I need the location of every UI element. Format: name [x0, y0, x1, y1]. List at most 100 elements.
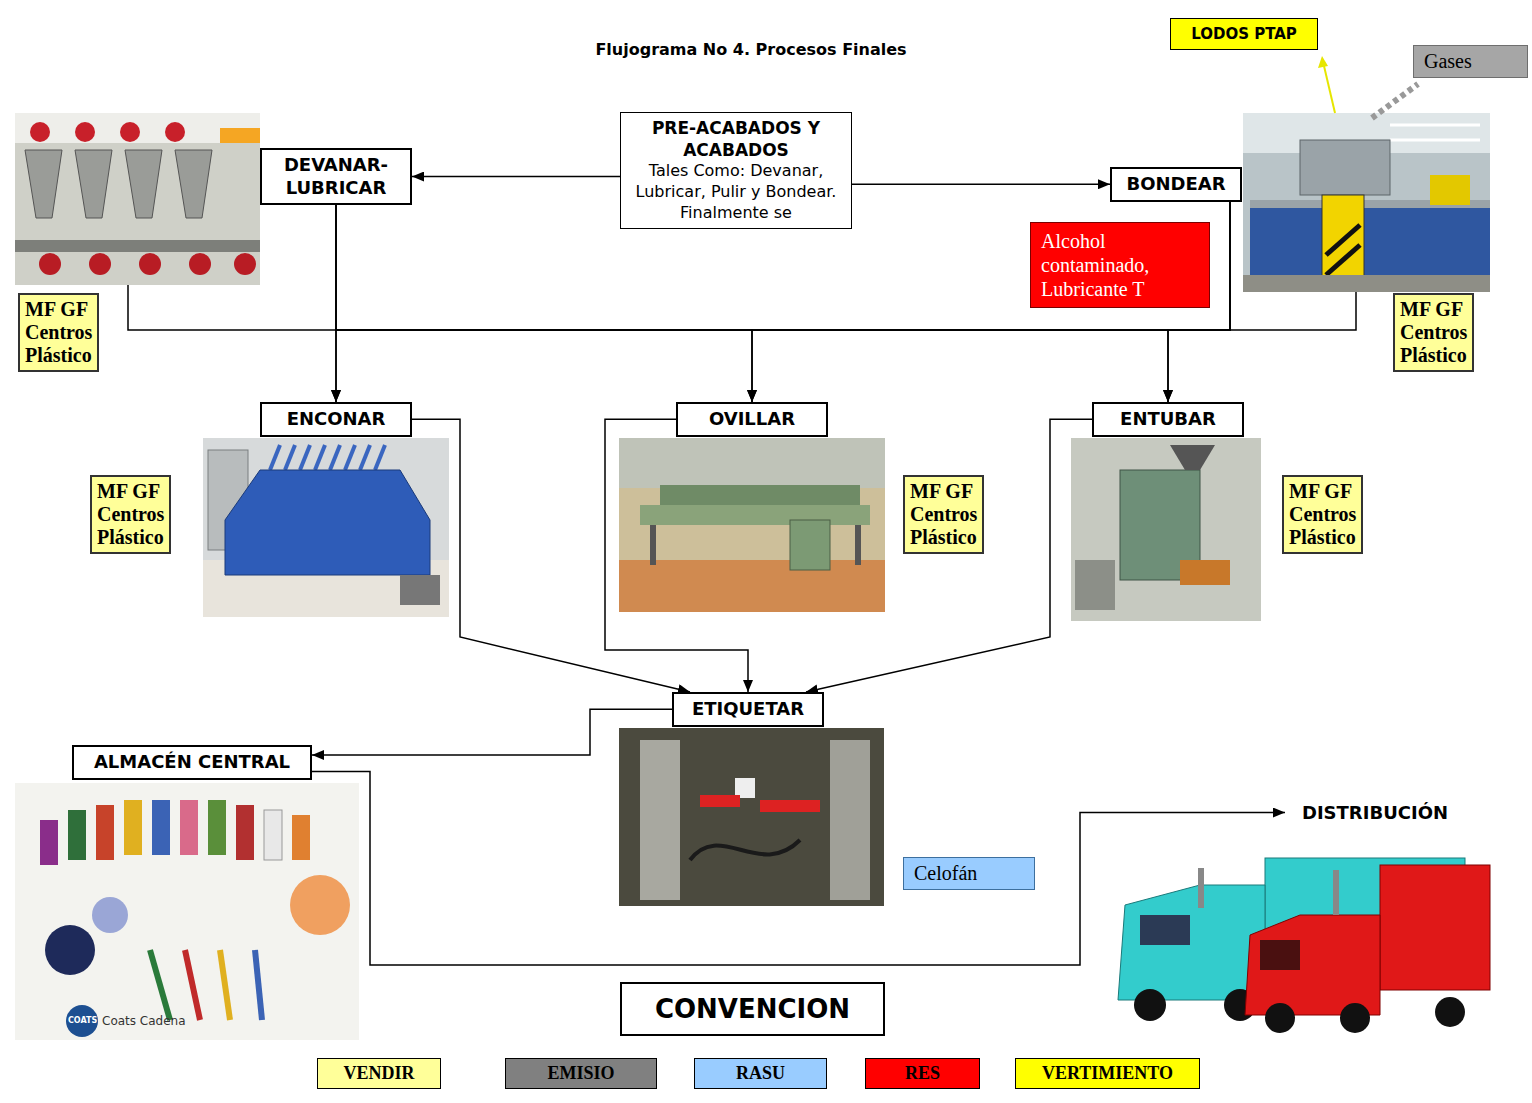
- hazardous-waste-tag: Alcohol contaminado, Lubricante T: [1030, 222, 1210, 308]
- legend-swatch: EMISIO: [505, 1058, 657, 1089]
- labeling-machine-photo-part: [619, 728, 884, 906]
- legend-swatch: VENDIR: [317, 1058, 441, 1089]
- delivery-trucks-part: [1340, 1003, 1370, 1033]
- sludge-arrow: [1318, 56, 1335, 113]
- waste-tag: MF GF Centros Plástico: [18, 293, 99, 372]
- flow-arrow: [852, 184, 1110, 186]
- legend-swatch: RASU: [694, 1058, 827, 1089]
- emission-tag: Gases: [1413, 45, 1528, 78]
- flow-arrow: [312, 709, 672, 755]
- rasu-tag: Celofán: [903, 857, 1035, 890]
- thread-products-photo-part: [150, 950, 170, 1020]
- cone-winder-photo: [203, 438, 449, 617]
- process-box: ETIQUETAR: [672, 692, 824, 727]
- node-text: Celofán: [914, 862, 1024, 885]
- node-text: MF GF Centros Plástico: [25, 298, 92, 367]
- labeling-machine-photo-part: [830, 740, 870, 900]
- flow-arrow: [312, 772, 1285, 966]
- bonding-machine-photo: [1243, 113, 1490, 292]
- legend-text: VERTIMIENTO: [1022, 1063, 1193, 1084]
- bonding-machine-photo-part: [1390, 139, 1480, 142]
- ball-winder-photo-part: [619, 438, 885, 612]
- tube-winder-photo-part: [1075, 560, 1115, 610]
- winding-machine-photo-part: [120, 122, 140, 142]
- diagram-title: Flujograma No 4. Procesos Finales: [531, 40, 971, 59]
- thread-products-photo-part: [96, 805, 114, 860]
- thread-products-photo-part: [185, 950, 200, 1020]
- node-text: ENTUBAR: [1100, 408, 1236, 431]
- legend-heading: CONVENCION: [620, 982, 885, 1036]
- thread-products-photo-part: [220, 950, 230, 1020]
- waste-tag: MF GF Centros Plástico: [1393, 293, 1474, 372]
- delivery-trucks-part: [1333, 870, 1339, 915]
- delivery-trucks-part: [1134, 989, 1166, 1021]
- thread-products-photo-part: [236, 805, 254, 860]
- winding-machine-photo-part: [75, 122, 95, 142]
- thread-products-photo-part: [292, 815, 310, 860]
- winding-machine-photo-part: [175, 150, 212, 218]
- process-label: DISTRIBUCIÓN: [1285, 798, 1465, 827]
- legend-text: RASU: [701, 1063, 820, 1084]
- node-text: ALMACÉN CENTRAL: [80, 751, 304, 774]
- thread-products-photo-part: [124, 800, 142, 855]
- tube-winder-photo-part: [1071, 438, 1261, 621]
- process-box: PRE-ACABADOS Y ACABADOSTales Como: Devan…: [620, 112, 852, 229]
- waste-tag: MF GF Centros Plástico: [903, 475, 984, 554]
- ball-winder-photo-part: [640, 505, 870, 525]
- labeling-machine-photo-part: [700, 795, 740, 807]
- delivery-trucks-part: [1245, 915, 1380, 1015]
- thread-products-photo-part: [290, 875, 350, 935]
- cone-winder-photo-part: [345, 445, 355, 470]
- process-box: ENCONAR: [260, 402, 412, 437]
- flow-arrow: [412, 419, 690, 692]
- winding-machine-photo-part: [165, 122, 185, 142]
- process-box: DEVANAR-LUBRICAR: [260, 148, 412, 205]
- node-text: ENCONAR: [268, 408, 404, 431]
- node-text: DISTRIBUCIÓN: [1291, 802, 1459, 823]
- ball-winder-photo-part: [619, 438, 885, 488]
- cone-winder-photo-part: [400, 575, 440, 605]
- thread-products-photo-part: [68, 810, 86, 860]
- flow-arrow: [752, 202, 1230, 403]
- waste-tag: MF GF Centros Plástico: [1282, 475, 1363, 554]
- flow-arrow: [336, 205, 752, 402]
- node-text: MF GF Centros Plástico: [910, 480, 977, 549]
- ball-winder-photo-part: [650, 525, 656, 565]
- delivery-trucks-part: [1260, 940, 1300, 970]
- thread-products-photo-part: [66, 1005, 98, 1037]
- winding-machine-photo-part: [15, 240, 260, 252]
- bonding-machine-photo-part: [1243, 275, 1490, 292]
- labeling-machine-photo: [619, 728, 884, 906]
- bracket-line-part: [1230, 292, 1356, 330]
- bonding-machine-photo-part: [1322, 195, 1364, 280]
- bracket-line-part: [128, 285, 336, 330]
- labeling-machine-photo-part: [640, 740, 680, 900]
- ball-winder-photo-part: [660, 485, 860, 507]
- delivery-trucks-part: [1118, 885, 1265, 1000]
- winding-machine-photo-part: [234, 253, 256, 275]
- gas-emission-line: [1372, 84, 1418, 118]
- ball-winder-photo-part: [619, 560, 885, 612]
- gas-emission-line-part: [1372, 84, 1418, 118]
- thread-products-photo-part: [92, 897, 128, 933]
- node-text: MF GF Centros Plástico: [1289, 480, 1356, 549]
- thread-products-photo-part: [15, 783, 359, 1040]
- logo-text: COATS: [68, 1016, 96, 1025]
- labeling-machine-photo-part: [690, 840, 800, 860]
- process-box: BONDEAR: [1110, 167, 1242, 202]
- tube-winder-photo-part: [1170, 445, 1215, 470]
- ball-winder-photo: [619, 438, 885, 612]
- winding-machine-photo-part: [39, 253, 61, 275]
- cone-winder-photo-part: [285, 445, 295, 470]
- delivery-trucks-part: [1435, 997, 1465, 1027]
- winding-machine-photo: [15, 113, 260, 285]
- bonding-machine-photo-part: [1430, 175, 1470, 205]
- winding-machine-photo-part: [15, 113, 260, 143]
- node-text: CONVENCION: [634, 994, 871, 1024]
- ball-winder-photo-part: [855, 525, 861, 565]
- winding-machine-photo-part: [220, 128, 260, 143]
- labeling-machine-photo-part: [760, 800, 820, 812]
- sludge-arrow-part: [1324, 66, 1335, 113]
- node-text: MF GF Centros Plástico: [1400, 298, 1467, 367]
